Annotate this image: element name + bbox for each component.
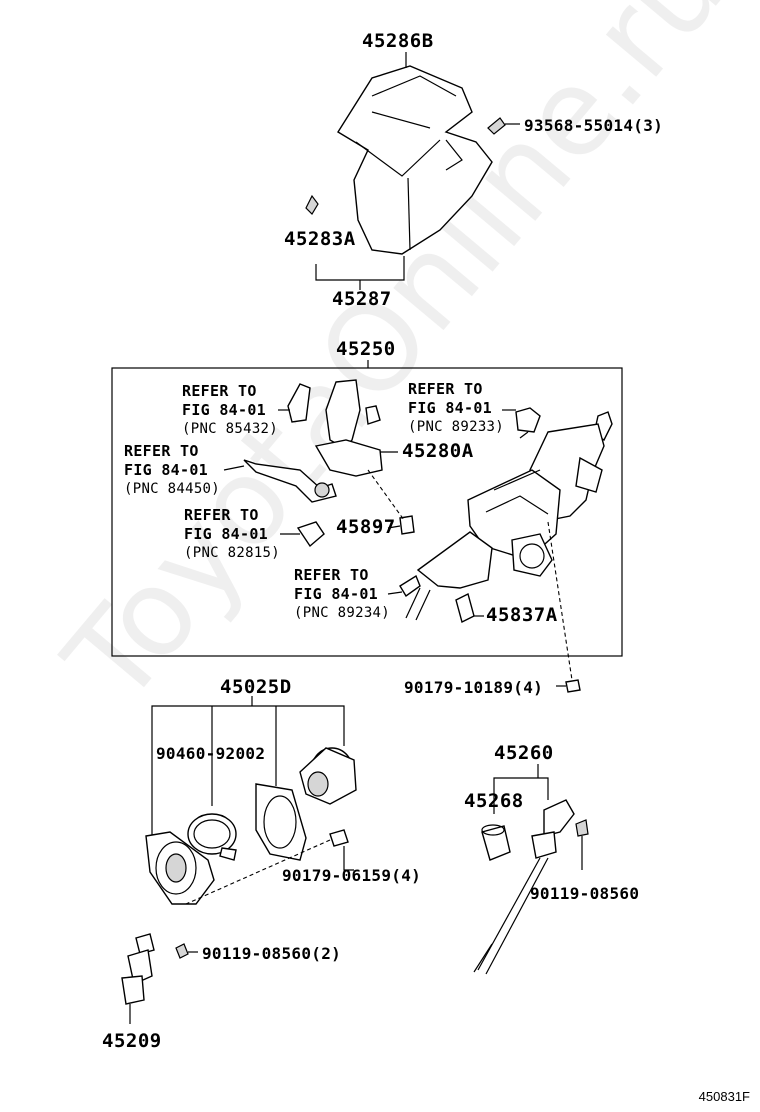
label-45268: 45268 — [464, 790, 524, 812]
label-45286B: 45286B — [362, 30, 434, 52]
assembly-box — [111, 367, 623, 657]
screw-93568-icon — [487, 117, 520, 135]
gasket-plate-illustration — [255, 783, 307, 861]
boot-seal-illustration — [299, 747, 357, 805]
bolt-90119-icon — [575, 819, 589, 870]
bushing-45268-illustration — [481, 824, 511, 861]
hole-cover-illustration — [145, 831, 215, 905]
nut-90179-06159-icon — [329, 829, 349, 847]
clamp-ring-illustration — [187, 813, 237, 861]
label-45837A: 45837A — [486, 604, 558, 626]
bolt-90179-10189-icon — [556, 679, 581, 693]
column-cover-illustration — [305, 65, 493, 255]
label-45209: 45209 — [102, 1030, 162, 1052]
label-45283A: 45283A — [284, 228, 356, 250]
label-45897: 45897 — [336, 516, 396, 538]
label-45260: 45260 — [494, 742, 554, 764]
label-90119-08560-2: 90119-08560(2) — [202, 944, 342, 963]
label-45025D: 45025D — [220, 676, 292, 698]
label-93568-55014: 93568-55014(3) — [524, 116, 664, 135]
label-90179-06159: 90179-06159(4) — [282, 866, 422, 885]
label-45280A: 45280A — [402, 440, 474, 462]
bolt-90119-2-icon — [175, 943, 198, 959]
universal-joint-45209-illustration — [121, 933, 155, 1024]
figure-code: 450831F — [698, 1089, 750, 1104]
label-45287: 45287 — [332, 288, 392, 310]
combination-switch-illustration — [243, 379, 541, 548]
label-90179-10189: 90179-10189(4) — [404, 678, 544, 697]
label-90460-92002: 90460-92002 — [156, 744, 266, 763]
label-45250: 45250 — [336, 338, 396, 360]
label-90119-08560: 90119-08560 — [530, 884, 640, 903]
steering-column-illustration — [399, 411, 613, 624]
shaft-45260-illustration — [473, 799, 575, 975]
